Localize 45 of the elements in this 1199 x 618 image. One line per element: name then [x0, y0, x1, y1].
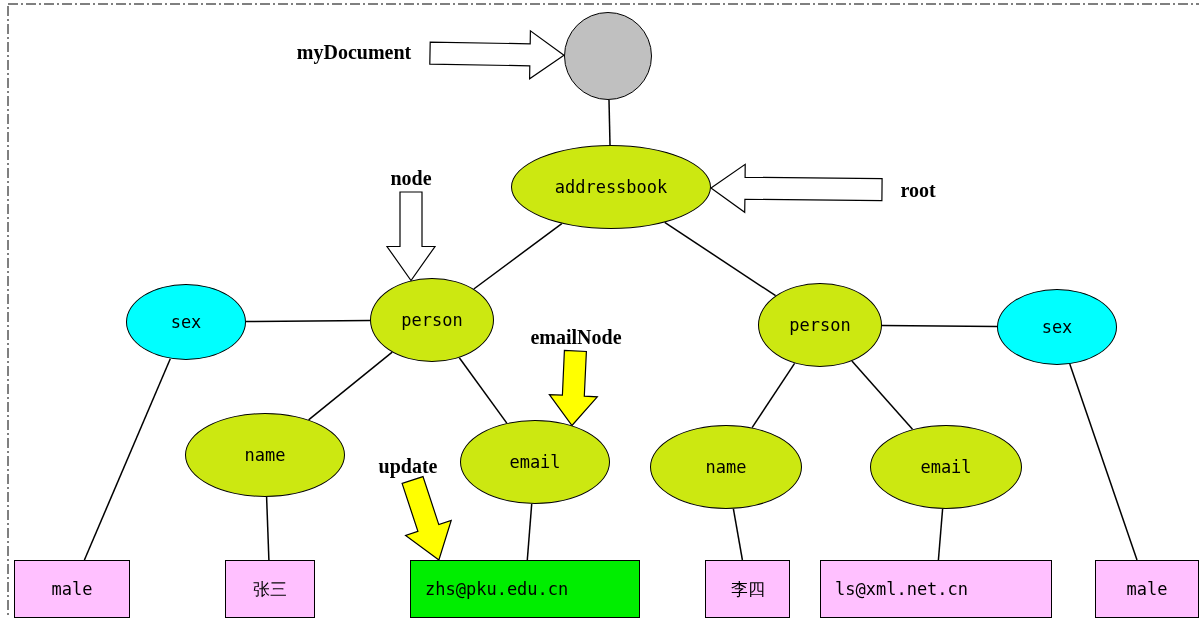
- block-arrow: [548, 349, 599, 427]
- connector-line: [608, 99, 611, 146]
- connector-line: [937, 508, 944, 561]
- text-value: zhs@pku.edu.cn: [425, 579, 569, 599]
- arrow-label: myDocument: [278, 38, 430, 66]
- text-value: 李四: [730, 577, 765, 601]
- element-name: email: [509, 452, 561, 472]
- text-value-box: [820, 560, 1052, 618]
- element-name: email: [920, 457, 972, 477]
- text-value: male: [1126, 579, 1168, 599]
- element-name: addressbook: [554, 177, 668, 197]
- connector-line: [458, 356, 508, 424]
- connector-line: [265, 496, 270, 561]
- arrow-label: root: [882, 176, 954, 204]
- block-arrow: [709, 163, 883, 214]
- text-value-box: [705, 560, 790, 618]
- text-value: 张三: [253, 577, 287, 601]
- connector-line: [663, 221, 777, 297]
- element-name: person: [401, 310, 463, 330]
- connector-line: [732, 508, 744, 561]
- arrow-label: node: [378, 164, 444, 192]
- arrow-label: emailNode: [508, 323, 644, 351]
- connector-line: [1069, 363, 1138, 561]
- text-value-box: [14, 560, 130, 618]
- block-arrow: [401, 475, 453, 561]
- element-name: name: [705, 457, 747, 477]
- connector-line: [881, 324, 998, 328]
- element-name: person: [789, 315, 851, 335]
- connector-line: [473, 222, 563, 290]
- connector-line: [245, 319, 371, 323]
- text-value: ls@xml.net.cn: [835, 579, 969, 599]
- connector-line: [851, 360, 914, 431]
- connector-line: [751, 362, 796, 429]
- connector-line: [526, 503, 533, 561]
- connector-line: [307, 351, 393, 421]
- text-value: male: [51, 579, 93, 599]
- element-name: name: [244, 445, 286, 465]
- block-arrow: [385, 191, 437, 282]
- element-name: sex: [1041, 317, 1073, 337]
- text-value-box: [410, 560, 640, 618]
- block-arrow: [429, 29, 566, 80]
- text-value-box: [225, 560, 315, 618]
- text-value-box: [1095, 560, 1199, 618]
- element-name: sex: [170, 312, 202, 332]
- arrow-label: update: [362, 452, 454, 480]
